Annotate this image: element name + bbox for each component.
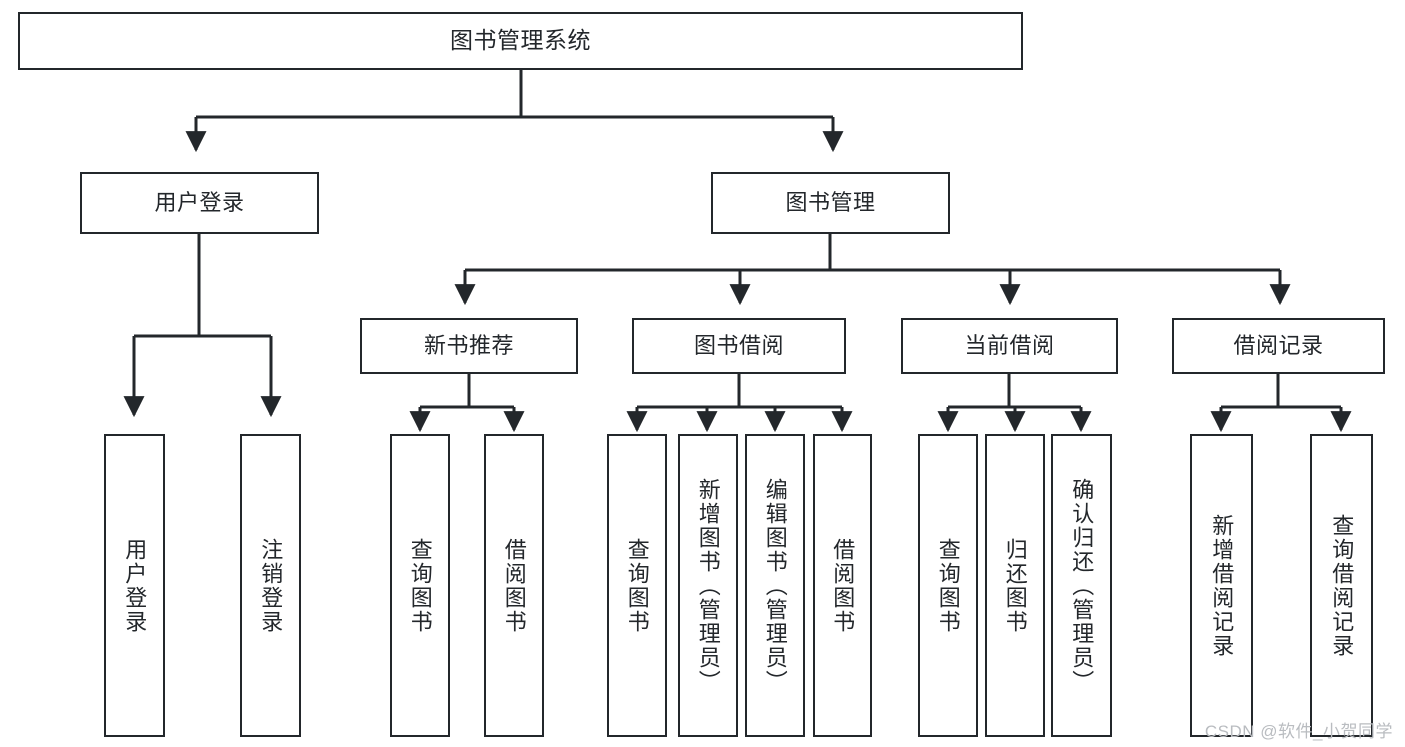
node-root-system[interactable]: 图书管理系统: [18, 12, 1023, 70]
node-label: 查询图书: [407, 537, 433, 634]
node-label: 新增图书（管理员）: [695, 477, 721, 694]
node-label: 查询借阅记录: [1329, 513, 1355, 658]
node-label: 归还图书: [1002, 537, 1028, 634]
node-book-borrow[interactable]: 图书借阅: [632, 318, 846, 374]
node-label: 图书管理: [785, 189, 876, 215]
leaf-search-borrow-record[interactable]: 查询借阅记录: [1310, 434, 1373, 737]
node-label: 借阅记录: [1233, 332, 1324, 358]
leaf-logout[interactable]: 注销登录: [240, 434, 301, 737]
node-user-login[interactable]: 用户登录: [80, 172, 319, 234]
node-book-management[interactable]: 图书管理: [711, 172, 950, 234]
node-label: 图书借阅: [693, 332, 784, 358]
leaf-search-book-borrow[interactable]: 查询图书: [607, 434, 667, 737]
leaf-borrow-book-recommend[interactable]: 借阅图书: [484, 434, 544, 737]
leaf-search-book-current[interactable]: 查询图书: [918, 434, 978, 737]
watermark: CSDN @软件_小贺同学: [1204, 722, 1393, 741]
leaf-add-book-admin[interactable]: 新增图书（管理员）: [678, 434, 738, 737]
node-label: 查询图书: [624, 537, 650, 634]
leaf-search-book-recommend[interactable]: 查询图书: [390, 434, 450, 737]
node-label: 图书管理系统: [450, 27, 591, 54]
leaf-return-book[interactable]: 归还图书: [985, 434, 1045, 737]
node-label: 编辑图书（管理员）: [762, 477, 788, 694]
node-label: 用户登录: [122, 537, 148, 634]
node-new-book-recommend[interactable]: 新书推荐: [360, 318, 578, 374]
node-label: 查询图书: [935, 537, 961, 634]
node-borrow-record[interactable]: 借阅记录: [1172, 318, 1385, 374]
node-label: 用户登录: [154, 189, 245, 215]
node-label: 借阅图书: [501, 537, 527, 634]
node-label: 确认归还（管理员）: [1069, 477, 1095, 694]
node-label: 借阅图书: [830, 537, 856, 634]
node-label: 新书推荐: [423, 332, 514, 358]
leaf-borrow-book[interactable]: 借阅图书: [813, 434, 872, 737]
leaf-user-login[interactable]: 用户登录: [104, 434, 165, 737]
node-label: 当前借阅: [964, 332, 1055, 358]
node-current-borrow[interactable]: 当前借阅: [901, 318, 1118, 374]
node-label: 新增借阅记录: [1209, 513, 1235, 658]
leaf-confirm-return-admin[interactable]: 确认归还（管理员）: [1051, 434, 1112, 737]
leaf-add-borrow-record[interactable]: 新增借阅记录: [1190, 434, 1253, 737]
node-label: 注销登录: [258, 537, 284, 634]
leaf-edit-book-admin[interactable]: 编辑图书（管理员）: [745, 434, 805, 737]
